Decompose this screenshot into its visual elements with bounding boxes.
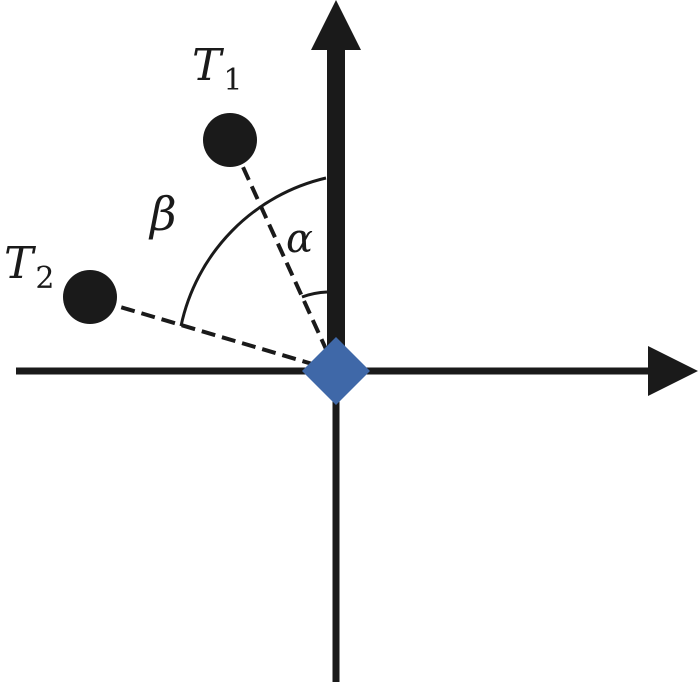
label-alpha: α (286, 216, 313, 262)
t2-dashed-line (89, 296, 337, 373)
label-beta: β (148, 187, 177, 241)
target-t1-marker (203, 113, 257, 167)
y-axis-arrowhead (311, 0, 361, 50)
target-t2-marker (63, 270, 117, 324)
beta-arc (179, 176, 327, 327)
label-t1: T1 (192, 40, 242, 98)
t1-dashed-line (230, 142, 338, 372)
x-axis-arrowhead (648, 346, 698, 396)
receiver-diamond (302, 337, 370, 405)
alpha-arc (301, 290, 328, 299)
label-t2: T2 (4, 238, 54, 296)
